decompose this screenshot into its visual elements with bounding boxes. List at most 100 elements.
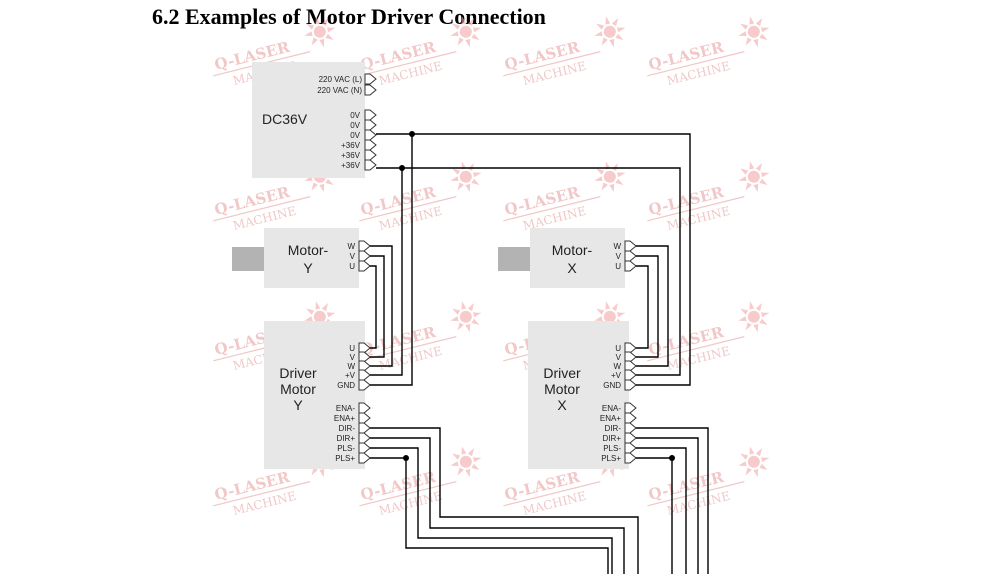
driver-y-terminal-pls-minus: [358, 442, 371, 454]
driver-x-terminal-ena-minus: [624, 402, 637, 414]
driver-x-terminal-gnd: [624, 379, 637, 391]
dc-terminal-4: [364, 139, 377, 151]
driver-y-pin-label-vplus: +V: [345, 371, 356, 380]
driver-y-terminal-vplus: [358, 369, 371, 381]
motor-x-shaft: [498, 247, 530, 271]
driver-x-terminal-ena-plus: [624, 412, 637, 424]
driver-y-terminal-v: [358, 351, 371, 363]
power-supply: DC36V 220 VAC (L) 220 VAC (N) 0V 0V 0V +…: [252, 62, 377, 178]
driver-y-pin-label-u: U: [349, 344, 355, 353]
wire-driver-y-pls-minus: [370, 447, 613, 574]
motor-x-pin-label-u: U: [615, 262, 621, 271]
motor-x-pin-label-w: W: [613, 242, 621, 251]
wire-36v-bus: [376, 167, 681, 376]
driver-x-pin-label-ena-minus: ENA-: [602, 404, 621, 413]
driver-x-pin-label-pls-minus: PLS-: [603, 444, 621, 453]
dc-pin-label-4: +36V: [341, 141, 361, 150]
dc-pin-label-2: 0V: [350, 121, 360, 130]
wire-0v-bus: [376, 133, 691, 386]
driver-x-pin-label-v: V: [616, 353, 622, 362]
junction-0v: [409, 131, 415, 137]
driver-y-terminal-u: [358, 342, 371, 354]
ac-terminal-l: [364, 73, 377, 85]
driver-x-terminal-v: [624, 351, 637, 363]
driver-y-pin-label-dir-plus: DIR+: [337, 434, 356, 443]
dc-terminal-6: [364, 159, 377, 171]
sun-icon: [304, 16, 336, 48]
wire-driver-y-dir-plus: [370, 437, 625, 574]
driver-y-pin-label-gnd: GND: [337, 381, 355, 390]
driver-y-pin-label-v: V: [350, 353, 356, 362]
driver-y-label-1: Driver: [279, 365, 317, 381]
power-supply-body: [252, 62, 365, 178]
driver-y-body: [264, 321, 365, 469]
driver-x-pin-label-u: U: [615, 344, 621, 353]
driver-y-terminal-ena-minus: [358, 402, 371, 414]
driver-x-label-2: Motor: [544, 381, 580, 397]
dc-terminal-1: [364, 109, 377, 121]
motor-y-pin-label-u: U: [349, 262, 355, 271]
driver-x-pin-label-gnd: GND: [603, 381, 621, 390]
wire-motor-x-v: [636, 255, 659, 358]
driver-x-label-3: X: [557, 397, 567, 413]
driver-x: Driver Motor X U V W +V GND ENA- ENA+ DI…: [528, 321, 637, 469]
motor-x-terminal-w: [624, 240, 637, 252]
dc-pin-label-3: 0V: [350, 131, 360, 140]
driver-y-terminal-dir-plus: [358, 432, 371, 444]
motor-y-terminal-u: [358, 260, 371, 272]
sun-icon: [738, 446, 770, 478]
motor-y-pin-label-v: V: [350, 252, 356, 261]
wire-driver-x-dir-plus: [636, 437, 699, 574]
sun-icon: [450, 301, 482, 333]
driver-x-terminal-pls-minus: [624, 442, 637, 454]
dc-terminal-5: [364, 149, 377, 161]
driver-x-label-1: Driver: [543, 365, 581, 381]
motor-y-label-1: Motor-: [288, 242, 329, 258]
driver-y-label-3: Y: [293, 397, 303, 413]
wire-motor-x-u: [636, 265, 649, 349]
driver-y-pin-label-pls-minus: PLS-: [337, 444, 355, 453]
driver-x-pin-label-pls-plus: PLS+: [601, 454, 621, 463]
sun-icon: [738, 301, 770, 333]
driver-x-terminal-w: [624, 360, 637, 372]
dc-pin-label-1: 0V: [350, 111, 360, 120]
wire-driver-x-pls-minus: [636, 447, 687, 574]
driver-x-pin-label-dir-minus: DIR-: [605, 424, 622, 433]
dc-pin-label-5: +36V: [341, 151, 361, 160]
driver-y-terminal-ena-plus: [358, 412, 371, 424]
driver-x-terminal-u: [624, 342, 637, 354]
motor-x-label-2: X: [567, 260, 577, 276]
driver-x-pin-label-vplus: +V: [611, 371, 622, 380]
motor-x-pin-label-v: V: [616, 252, 622, 261]
driver-x-terminal-dir-minus: [624, 422, 637, 434]
wire-motor-y-u: [370, 265, 377, 349]
driver-y-terminal-gnd: [358, 379, 371, 391]
wire-driver-y-pls-plus: [370, 457, 609, 574]
driver-x-terminal-pls-plus: [624, 452, 637, 464]
driver-y-pin-label-ena-plus: ENA+: [334, 414, 355, 423]
driver-x-body: [528, 321, 629, 469]
wire-driver-x-pls-plus: [636, 457, 673, 574]
power-supply-label: DC36V: [262, 111, 308, 127]
sun-icon: [738, 161, 770, 193]
driver-y: Driver Motor Y U V W +V GND ENA- ENA+ DI…: [264, 321, 371, 469]
motor-y-label-2: Y: [303, 260, 313, 276]
driver-x-pin-label-ena-plus: ENA+: [600, 414, 621, 423]
driver-y-label-2: Motor: [280, 381, 316, 397]
section-heading: 6.2 Examples of Motor Driver Connection: [152, 4, 546, 29]
dc-terminal-2: [364, 119, 377, 131]
wire-motor-x-w: [636, 245, 669, 367]
motor-y-shaft: [232, 247, 264, 271]
motor-x-body: [530, 228, 625, 288]
sun-icon: [450, 446, 482, 478]
driver-y-terminal-dir-minus: [358, 422, 371, 434]
motor-x-terminal-v: [624, 250, 637, 262]
motor-y-pin-label-w: W: [347, 242, 355, 251]
driver-y-pin-label-pls-plus: PLS+: [335, 454, 355, 463]
motor-y-terminal-v: [358, 250, 371, 262]
